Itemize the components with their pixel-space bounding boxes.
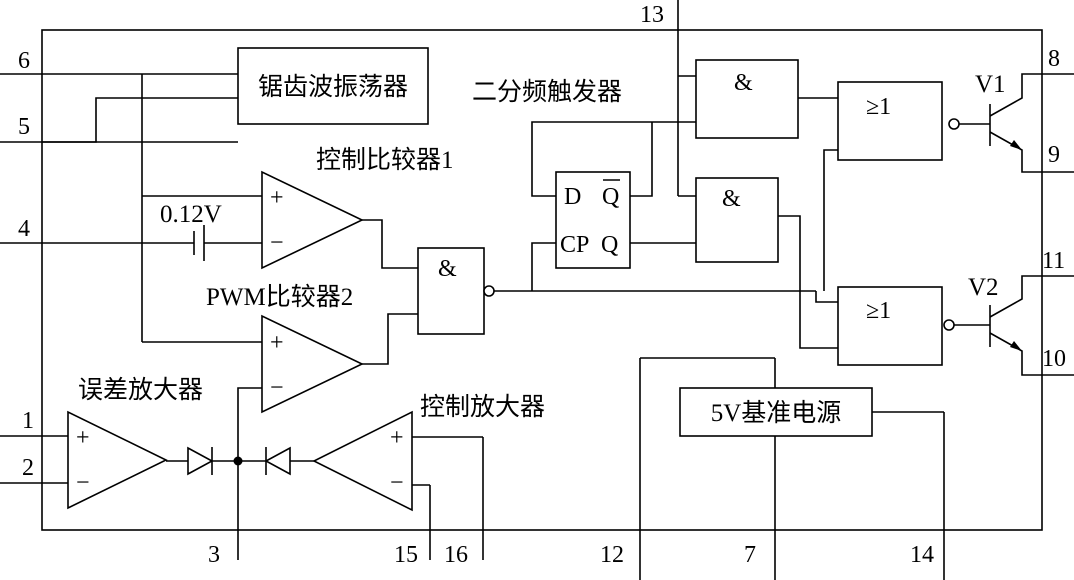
svg-text:−: − — [76, 470, 90, 496]
pin-labels: 6 5 4 1 2 3 15 16 12 7 14 13 8 9 11 10 — [18, 2, 1066, 568]
control-comparator-1 — [261, 170, 364, 270]
svg-text:&: & — [722, 186, 741, 212]
error-amplifier — [67, 410, 168, 510]
pin-6-label: 6 — [18, 48, 30, 74]
and-gate-lower — [695, 177, 779, 263]
transistor-v1 — [959, 73, 1074, 173]
pin-8-label: 8 — [1048, 46, 1060, 72]
pin-9-label: 9 — [1048, 142, 1060, 168]
and-gate-upper — [695, 59, 799, 139]
ff-qbar: Q — [602, 184, 619, 210]
pin-5-label: 5 — [18, 114, 30, 140]
pin-4-label: 4 — [18, 216, 30, 242]
control-amplifier-label: 控制放大器 — [420, 393, 545, 421]
reference-label: 5V基准电源 — [711, 399, 842, 427]
reference-block — [679, 387, 873, 437]
divider-flipflop — [555, 171, 631, 269]
control-comparator-label: 控制比较器1 — [316, 146, 454, 174]
svg-text:−: − — [270, 375, 284, 401]
nor-gate-upper — [837, 81, 943, 161]
svg-text:+: + — [270, 185, 284, 211]
ic-boundary — [41, 29, 1043, 531]
pin-7-label: 7 — [744, 542, 756, 568]
pin-12-label: 12 — [600, 542, 624, 568]
svg-text:D: D — [564, 184, 581, 210]
pin-11-label: 11 — [1042, 248, 1065, 274]
pwm-comparator-label: PWM比较器2 — [206, 283, 353, 311]
sawtooth-oscillator-label: 锯齿波振荡器 — [258, 73, 408, 101]
svg-text:+: + — [270, 330, 284, 356]
pwm-comparator-2 — [261, 314, 364, 414]
error-amplifier-label: 误差放大器 — [78, 376, 203, 404]
svg-text:≥1: ≥1 — [866, 94, 891, 120]
pin-13-label: 13 — [640, 2, 664, 28]
pin-wires — [0, 0, 945, 580]
nor-gate-lower — [837, 286, 943, 366]
pin-15-label: 15 — [394, 542, 418, 568]
offset-voltage-label: 0.12V — [160, 201, 222, 228]
control-amplifier — [312, 410, 413, 512]
svg-text:&: & — [438, 256, 457, 282]
svg-text:Q: Q — [601, 232, 618, 258]
svg-text:−: − — [270, 230, 284, 256]
pin-2-label: 2 — [22, 455, 34, 481]
transistor-v2 — [954, 275, 1074, 376]
nand-gate — [417, 247, 485, 335]
pin-10-label: 10 — [1042, 346, 1066, 372]
pin-14-label: 14 — [910, 542, 934, 568]
transistor-v1-label: V1 — [975, 71, 1006, 98]
svg-text:&: & — [734, 70, 753, 96]
svg-text:≥1: ≥1 — [866, 298, 891, 324]
svg-text:+: + — [76, 425, 90, 451]
svg-text:CP: CP — [560, 232, 589, 258]
divider-flipflop-label: 二分频触发器 — [472, 78, 622, 106]
transistor-v2-label: V2 — [968, 274, 999, 301]
pin-3-label: 3 — [208, 542, 220, 568]
pin-1-label: 1 — [22, 408, 34, 434]
svg-text:+: + — [390, 425, 404, 451]
svg-text:−: − — [390, 470, 404, 496]
pin-16-label: 16 — [444, 542, 468, 568]
sawtooth-oscillator-block — [237, 47, 429, 125]
